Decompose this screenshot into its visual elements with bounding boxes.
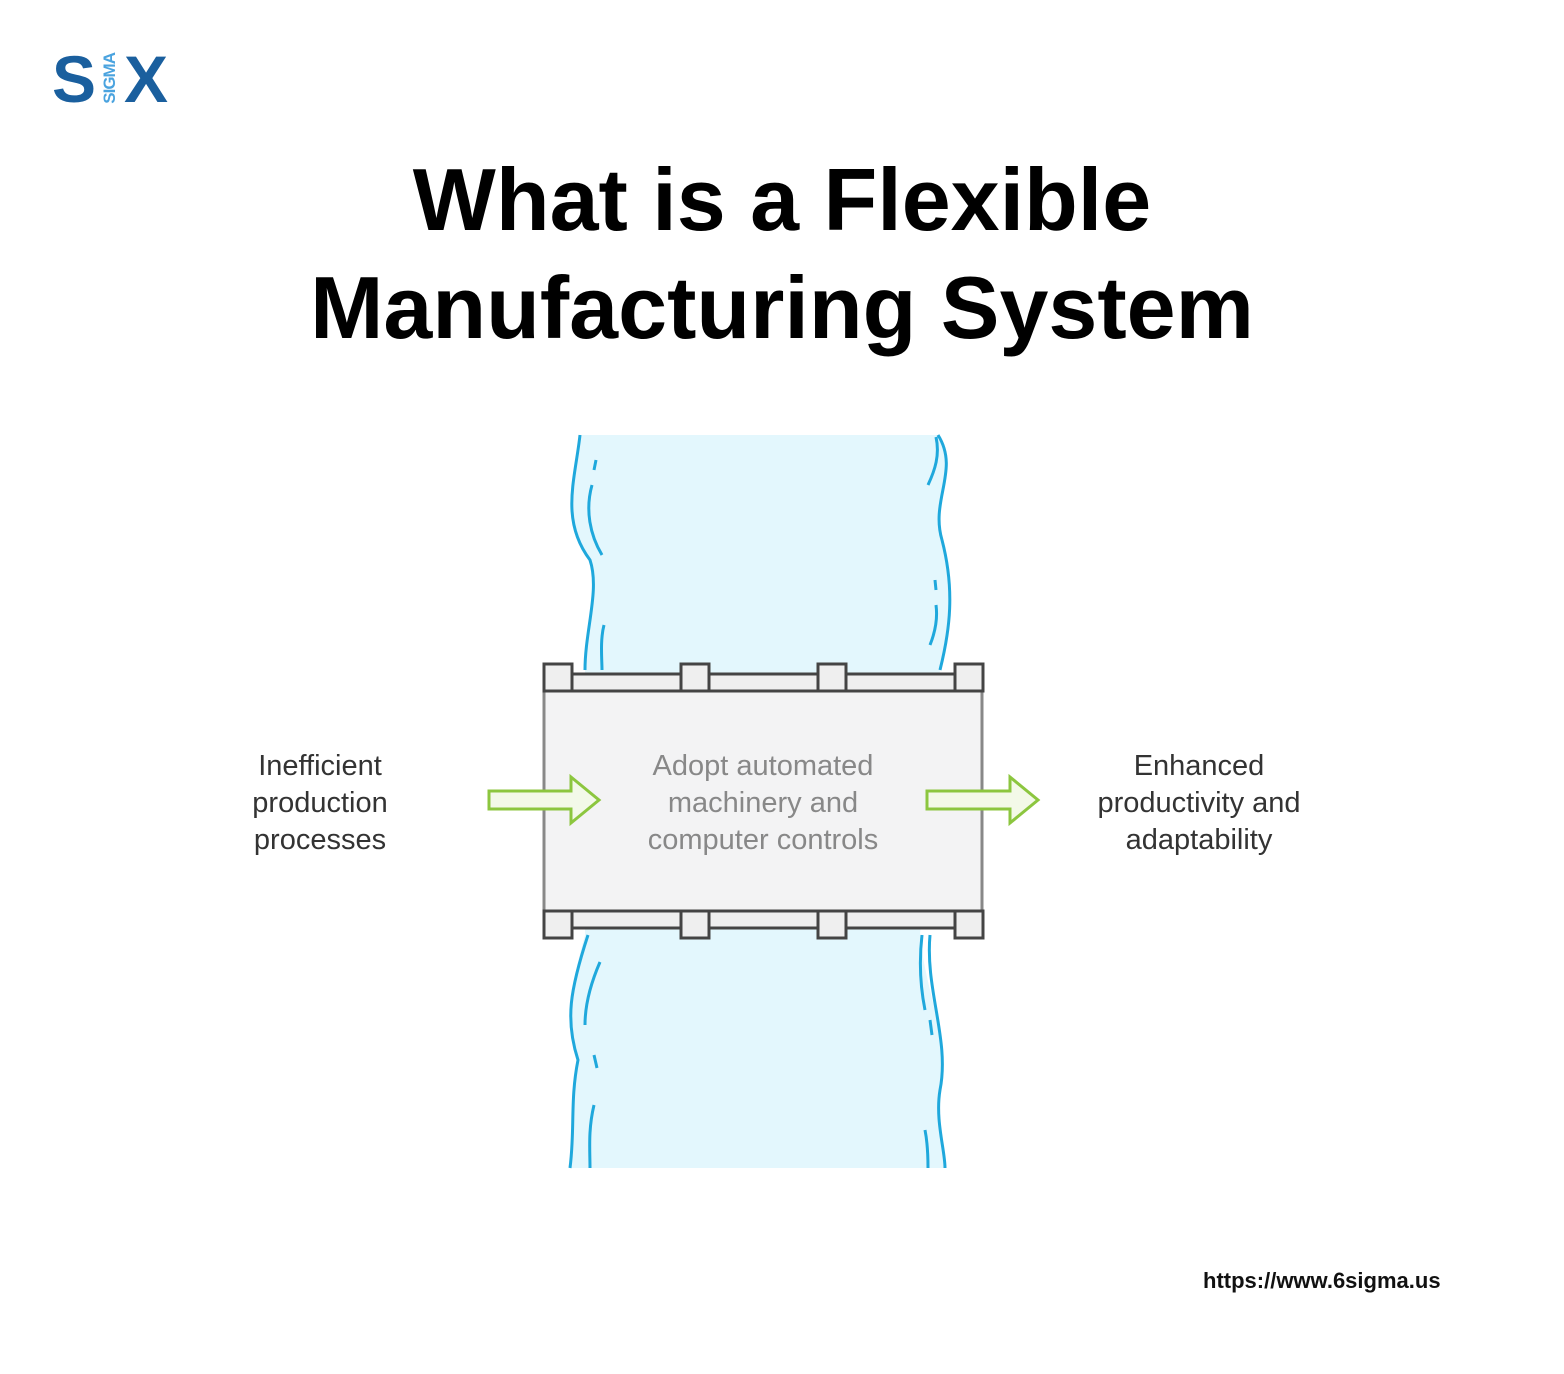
website-url[interactable]: https://www.6sigma.us (1203, 1268, 1441, 1293)
arrow-right-icon (487, 773, 602, 827)
page-title: What is a Flexible Manufacturing System (310, 150, 1254, 357)
process-label: Adopt automated machinery and computer c… (647, 750, 879, 856)
process-bridge (542, 662, 985, 940)
input-label: Inefficient production processes (252, 750, 388, 856)
output-label: Enhanced productivity and adaptability (1097, 750, 1301, 856)
arrow-right-icon (925, 773, 1041, 827)
six-sigma-logo: S SIGMA X (52, 42, 169, 116)
